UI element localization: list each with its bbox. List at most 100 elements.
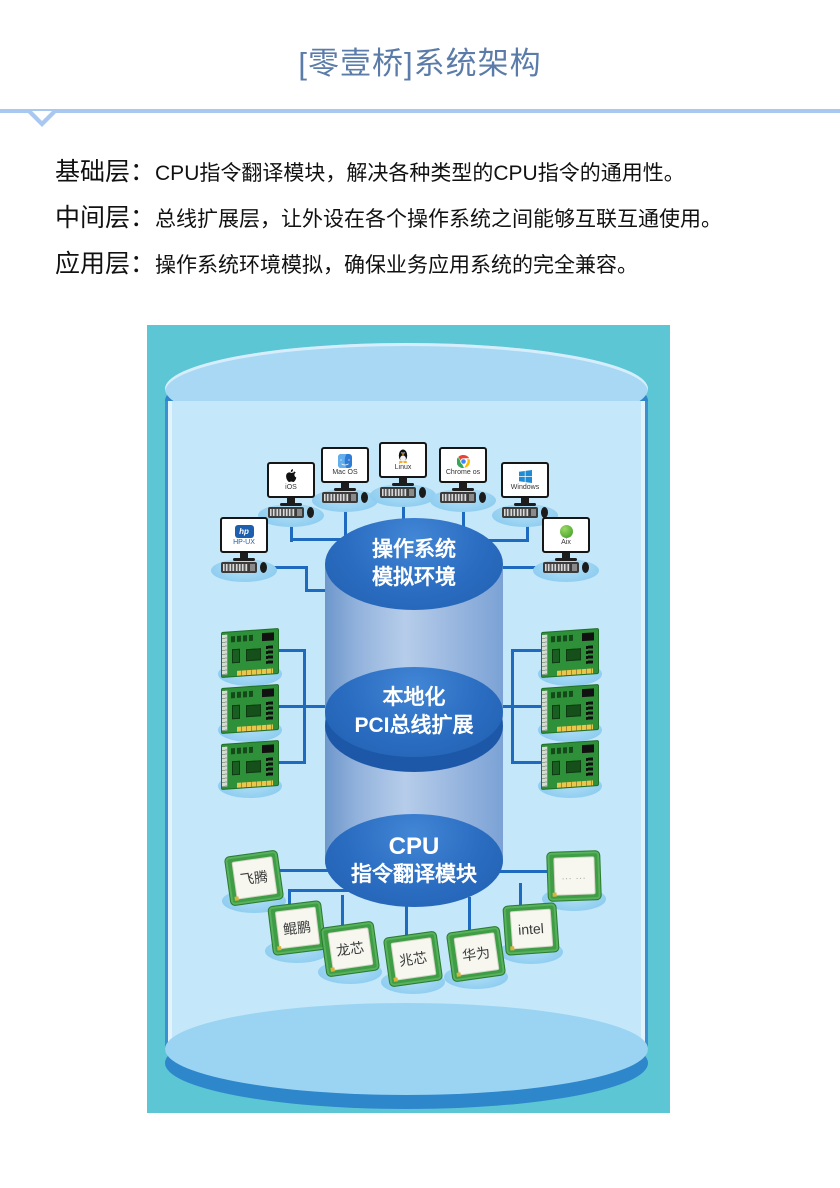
os-cap-line2: 模拟环境 <box>372 566 456 589</box>
pci-card <box>218 627 282 686</box>
connector-line <box>462 501 465 539</box>
monitor-stand-base <box>392 483 414 486</box>
keyboard-icon <box>440 492 476 503</box>
chip-label: intel <box>509 908 553 950</box>
os-label: Mac OS <box>332 469 358 476</box>
cpu-translate-cap: CPU 指令翻译模块 <box>325 814 503 907</box>
cpu-chip-icon: 飞腾 <box>223 849 285 907</box>
mouse-icon <box>361 492 368 503</box>
chip-kunpeng: 鲲鹏 <box>264 899 330 963</box>
pci-card-icon <box>541 627 599 679</box>
connector-line <box>477 539 529 542</box>
pci-card <box>218 739 282 798</box>
chip-label: 华为 <box>453 932 499 976</box>
connector-line <box>511 649 545 652</box>
chrome-icon <box>456 453 470 469</box>
cpu-cap-line2: 指令翻译模块 <box>351 862 477 886</box>
header-divider <box>0 109 840 113</box>
chip-zhaoxin: 兆芯 <box>380 930 446 994</box>
os-label: HP-UX <box>233 539 255 546</box>
os-label: Aix <box>561 539 571 546</box>
cpu-chip-icon: ... ... <box>546 850 602 902</box>
connector-line <box>519 883 522 909</box>
os-label: Chrome os <box>445 469 481 476</box>
connector-line <box>511 705 545 708</box>
connector-line <box>272 649 306 652</box>
layer-text: 总线扩展层，让外设在各个操作系统之间能够互联互通使用。 <box>155 208 723 231</box>
os-label: iOS <box>285 484 297 491</box>
chip-others: ... ... <box>541 850 607 911</box>
monitor-stand <box>459 483 467 488</box>
windows-icon <box>518 468 532 484</box>
cpu-chip-icon: intel <box>502 902 560 956</box>
hp-icon: hp <box>234 523 254 539</box>
chip-label: 兆芯 <box>390 937 436 981</box>
description-line-base: 基础层：CPU指令翻译模块，解决各种类型的CPU指令的通用性。 <box>55 152 815 188</box>
os-label: Windows <box>510 484 540 491</box>
computer-ios: iOS <box>255 462 327 527</box>
layer-text: 操作系统环境模拟，确保业务应用系统的完全兼容。 <box>155 254 639 277</box>
page-title: [零壹桥]系统架构 <box>298 46 542 81</box>
monitor: Windows <box>501 462 549 498</box>
pci-card <box>538 627 602 686</box>
connector-line <box>305 566 308 592</box>
chevron-down-icon <box>27 111 57 127</box>
cpu-chip-icon: 龙芯 <box>319 920 381 978</box>
keyboard-icon <box>221 562 257 573</box>
layer-label: 中间层： <box>55 204 156 232</box>
chip-huawei: 华为 <box>443 925 509 989</box>
connector-line <box>266 869 351 872</box>
mouse-icon <box>260 562 267 573</box>
mouse-icon <box>419 487 426 498</box>
layer-label: 基础层： <box>55 158 156 186</box>
monitor-stand <box>562 553 570 558</box>
pci-card-icon <box>541 739 599 791</box>
pci-cap-line2: PCI总线扩展 <box>354 714 474 737</box>
connector-line <box>288 889 354 892</box>
aix-icon <box>559 523 573 539</box>
connector-line <box>468 897 471 934</box>
connector-line <box>272 705 306 708</box>
pci-card-icon <box>221 739 279 791</box>
cpu-chip-icon: 兆芯 <box>382 930 444 988</box>
monitor-stand-base <box>514 503 536 506</box>
keyboard-icon <box>268 507 304 518</box>
pci-card-icon <box>541 683 599 735</box>
layer-text: CPU指令翻译模块，解决各种类型的CPU指令的通用性。 <box>155 162 685 185</box>
connector-line <box>405 899 408 939</box>
cpu-chip-icon: 鲲鹏 <box>267 899 327 957</box>
apple-icon <box>285 468 297 484</box>
chip-label: ... ... <box>552 856 596 896</box>
tux-icon <box>397 448 409 464</box>
keyboard-icon <box>502 507 538 518</box>
pci-card-icon <box>221 683 279 735</box>
monitor-stand <box>341 483 349 488</box>
keyboard-icon <box>543 562 579 573</box>
computer-hpux: hp HP-UX <box>208 517 280 582</box>
pci-card <box>538 683 602 742</box>
layer-label: 应用层： <box>55 250 156 278</box>
monitor-stand <box>287 498 295 503</box>
pci-bus-cap: 本地化 PCI总线扩展 <box>325 667 503 757</box>
connector-line <box>290 538 360 541</box>
connector-line <box>257 566 308 569</box>
monitor-stand-base <box>233 558 255 561</box>
pci-card <box>218 683 282 742</box>
computer-aix: Aix <box>530 517 602 582</box>
description-line-middle: 中间层：总线扩展层，让外设在各个操作系统之间能够互联互通使用。 <box>55 198 815 234</box>
monitor: Chrome os <box>439 447 487 483</box>
computer-windows: Windows <box>489 462 561 527</box>
computer-macos: Mac OS <box>309 447 381 512</box>
description-line-app: 应用层：操作系统环境模拟，确保业务应用系统的完全兼容。 <box>55 244 815 280</box>
keyboard-icon <box>322 492 358 503</box>
chip-label: 龙芯 <box>327 927 373 971</box>
mouse-icon <box>582 562 589 573</box>
os-label: Linux <box>394 464 412 471</box>
monitor: iOS <box>267 462 315 498</box>
monitor-stand-base <box>280 503 302 506</box>
connector-line <box>288 889 291 909</box>
pci-card-icon <box>221 627 279 679</box>
chip-label: 鲲鹏 <box>274 906 320 950</box>
connector-line <box>499 566 547 569</box>
connector-line <box>402 496 405 531</box>
